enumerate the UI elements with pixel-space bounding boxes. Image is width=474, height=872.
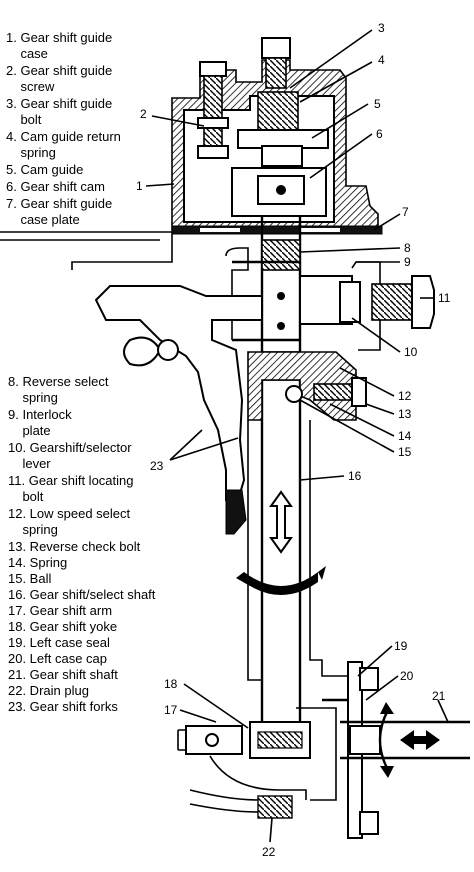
legend-item-9: 9. Interlock plate <box>8 407 72 438</box>
callout-17: 17 <box>164 703 178 717</box>
legend-item-6: 6. Gear shift cam <box>6 179 105 194</box>
cam-guide <box>237 129 329 167</box>
callout-9: 9 <box>404 255 411 269</box>
callout-8: 8 <box>404 241 411 255</box>
callout-7: 7 <box>402 205 409 219</box>
lower-housing <box>247 351 367 681</box>
legend-item-1: 1. Gear shift guide case <box>6 30 113 61</box>
gear-shift-guide-screw <box>197 61 229 159</box>
callout-21: 21 <box>432 689 446 703</box>
legend-item-15: 15. Ball <box>8 571 52 586</box>
legend-item-23: 23. Gear shift forks <box>8 699 118 714</box>
legend-item-21: 21. Gear shift shaft <box>8 667 118 682</box>
vertical-motion-arrow-icon <box>269 490 293 554</box>
legend-item-12: 12. Low speed select spring <box>8 506 131 537</box>
callout-19: 19 <box>394 639 408 653</box>
callout-1: 1 <box>136 179 143 193</box>
gear-shift-yoke <box>249 721 311 759</box>
legend-item-10: 10. Gearshift/selector lever <box>8 440 132 471</box>
legend-item-11: 11. Gear shift locating bolt <box>8 473 134 504</box>
callout-leader-lines <box>145 29 449 843</box>
rotation-arrow-icon <box>236 566 326 595</box>
callout-11: 11 <box>438 291 451 305</box>
callout-22: 22 <box>262 845 276 859</box>
callout-23: 23 <box>150 459 164 473</box>
callout-16: 16 <box>348 469 362 483</box>
callout-4: 4 <box>378 53 385 67</box>
gear-shift-select-shaft <box>260 216 302 740</box>
callout-20: 20 <box>400 669 414 683</box>
gear-shift-cam <box>231 167 327 217</box>
callout-2: 2 <box>140 107 147 121</box>
legend-item-19: 19. Left case seal <box>8 635 110 650</box>
callout-14: 14 <box>398 429 412 443</box>
gear-shift-arm <box>177 725 307 800</box>
callout-3: 3 <box>378 21 385 35</box>
legend-item-14: 14. Spring <box>8 555 68 570</box>
callout-6: 6 <box>376 127 383 141</box>
gear-shift-forks <box>94 285 263 535</box>
gear-shift-locating-bolt <box>339 275 435 329</box>
legend-item-7: 7. Gear shift guide case plate <box>6 196 113 227</box>
drain-plug <box>189 789 293 819</box>
transmission-case-top <box>0 231 173 270</box>
callout-12: 12 <box>398 389 412 403</box>
legend-item-5: 5. Cam guide <box>6 162 84 177</box>
callout-10: 10 <box>404 345 418 359</box>
shaft-rotation-arrow-icon <box>378 702 394 778</box>
gear-shift-guide-bolt <box>261 37 291 89</box>
legend-item-16: 16. Gear shift/select shaft <box>8 587 156 602</box>
legend-item-20: 20. Left case cap <box>8 651 108 666</box>
horizontal-motion-arrow-icon <box>400 730 440 750</box>
legend-item-18: 18. Gear shift yoke <box>8 619 118 634</box>
callout-13: 13 <box>398 407 412 421</box>
callout-5: 5 <box>374 97 381 111</box>
legend-item-22: 22. Drain plug <box>8 683 89 698</box>
callout-18: 18 <box>164 677 178 691</box>
legend-item-3: 3. Gear shift guide bolt <box>6 96 113 127</box>
legend-item-8: 8. Reverse select spring <box>8 374 109 405</box>
legend-item-13: 13. Reverse check bolt <box>8 539 141 554</box>
callout-15: 15 <box>398 445 412 459</box>
legend-item-17: 17. Gear shift arm <box>8 603 113 618</box>
legend-item-4: 4. Cam guide return spring <box>6 129 121 160</box>
legend-item-2: 2. Gear shift guide screw <box>6 63 113 94</box>
